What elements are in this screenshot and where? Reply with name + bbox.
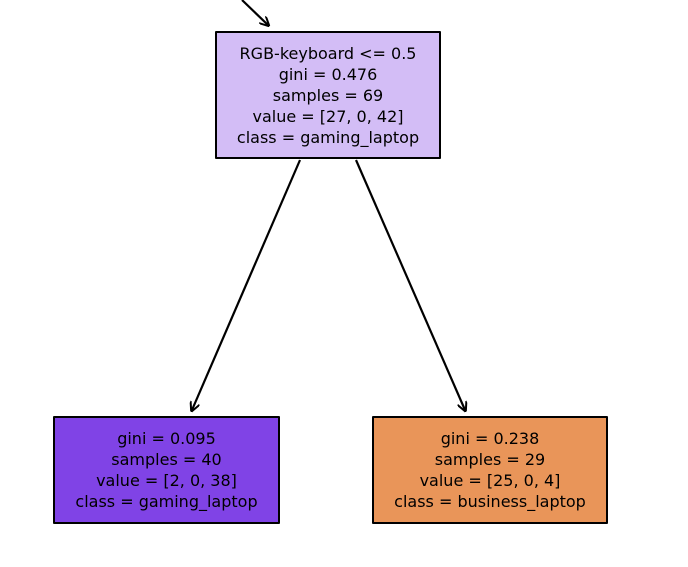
node-samples: samples = 40 [111, 450, 222, 469]
node-gini: gini = 0.095 [117, 429, 216, 448]
node-class: class = gaming_laptop [75, 492, 258, 511]
tree-node-left-leaf: gini = 0.095 samples = 40 value = [2, 0,… [53, 416, 280, 524]
node-samples: samples = 29 [434, 450, 546, 469]
node-value: value = [27, 0, 42] [252, 106, 404, 126]
tree-node-right-leaf: gini = 0.238 samples = 29 value = [25, 0… [372, 416, 608, 524]
edge-root-to-right-arrow [354, 159, 465, 410]
incoming-edge-arrow [241, 0, 268, 25]
edge-root-to-left-arrow [192, 159, 302, 410]
node-class: class = gaming_laptop [236, 127, 420, 147]
tree-node-root: RGB-keyboard <= 0.5 gini = 0.476 samples… [215, 31, 441, 159]
node-samples: samples = 69 [272, 85, 384, 105]
node-class: class = business_laptop [394, 492, 586, 511]
node-value: value = [2, 0, 38] [96, 471, 237, 490]
node-gini: gini = 0.476 [278, 64, 378, 84]
node-gini: gini = 0.238 [440, 429, 540, 448]
node-split-condition: RGB-keyboard <= 0.5 [239, 43, 417, 63]
node-value: value = [25, 0, 4] [419, 471, 561, 490]
